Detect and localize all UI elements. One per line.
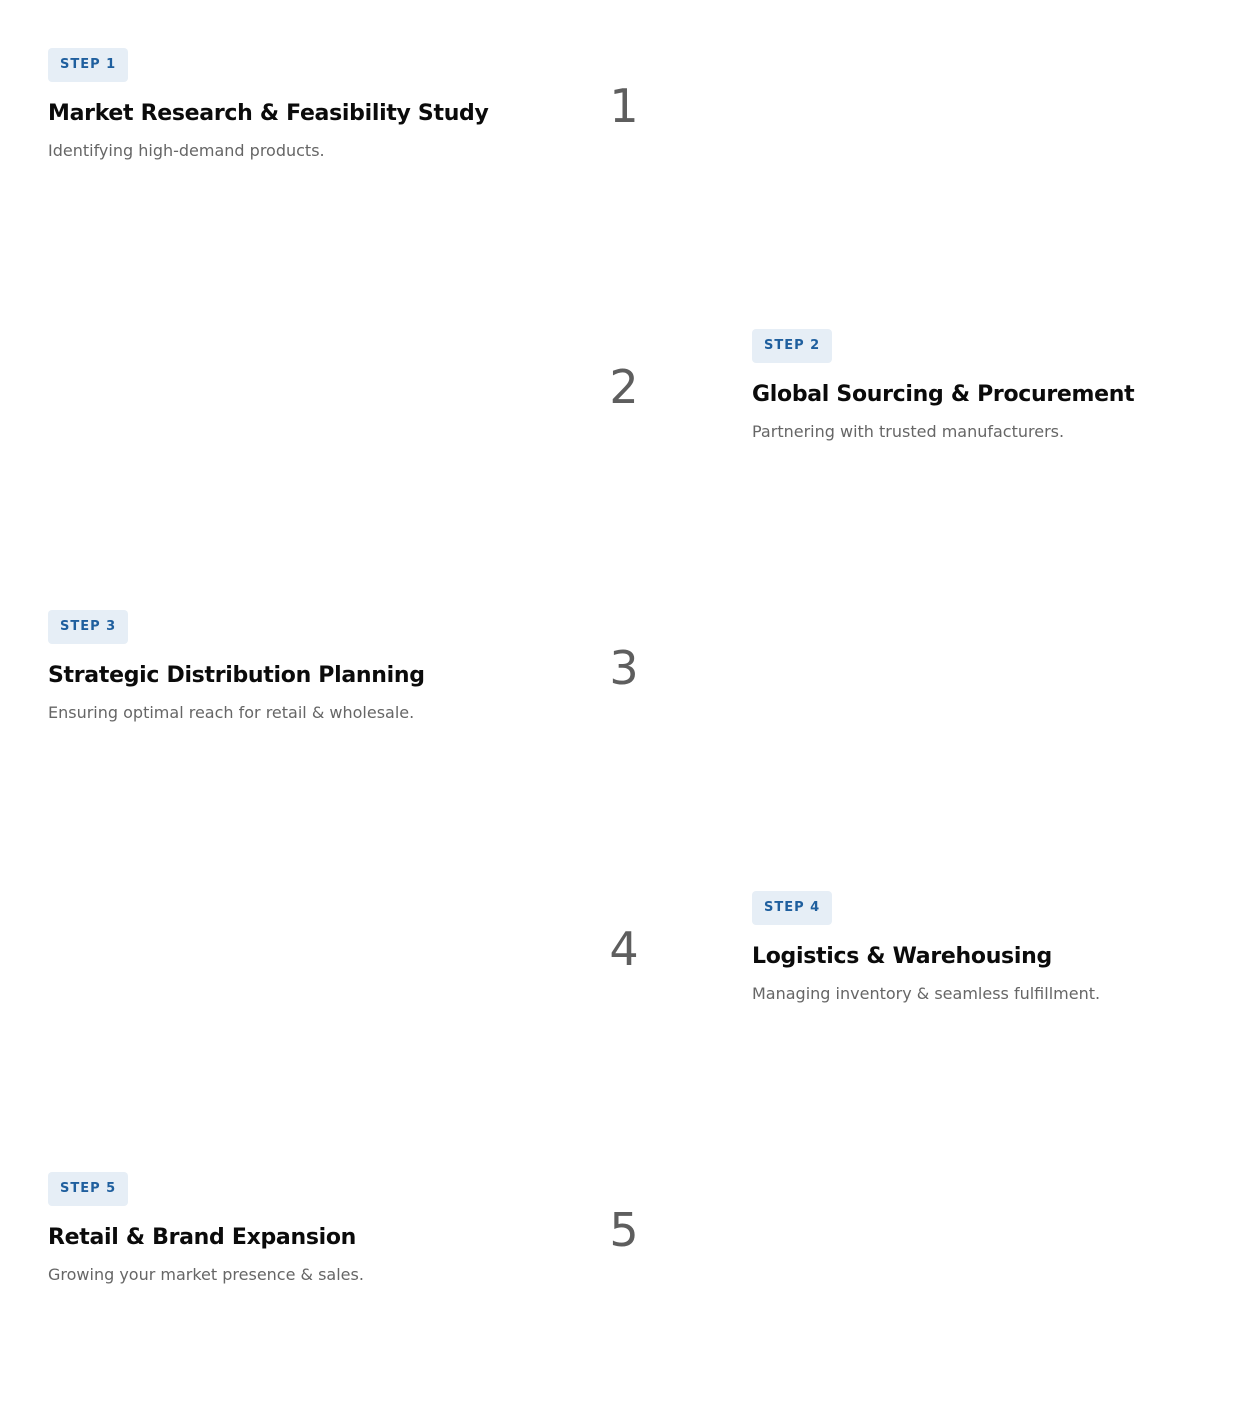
step-title: Global Sourcing & Procurement [752,382,1135,407]
step-badge: STEP 5 [48,1172,129,1206]
step-badge: STEP 3 [48,610,129,644]
step-card-4: STEP 4 Logistics & Warehousing Managing … [752,891,1212,1005]
step-badge: STEP 4 [752,891,833,925]
step-description: Ensuring optimal reach for retail & whol… [48,703,415,722]
step-card-1: STEP 1 Market Research & Feasibility Stu… [48,48,508,162]
step-number: 3 [609,641,639,695]
step-row-3: STEP 3 Strategic Distribution Planning E… [0,562,1248,843]
step-number: 1 [609,79,639,133]
step-description: Partnering with trusted manufacturers. [752,422,1065,441]
step-description: Growing your market presence & sales. [48,1265,364,1284]
step-row-1: STEP 1 Market Research & Feasibility Stu… [0,0,1248,281]
step-badge: STEP 1 [48,48,129,82]
step-row-2: 2 STEP 2 Global Sourcing & Procurement P… [0,281,1248,562]
process-timeline: STEP 1 Market Research & Feasibility Stu… [0,0,1248,1284]
step-card-2: STEP 2 Global Sourcing & Procurement Par… [752,329,1212,443]
step-description: Identifying high-demand products. [48,141,325,160]
step-description: Managing inventory & seamless fulfillmen… [752,984,1101,1003]
step-title: Retail & Brand Expansion [48,1225,357,1250]
step-title: Market Research & Feasibility Study [48,101,489,126]
step-number: 2 [609,360,639,414]
step-row-4: 4 STEP 4 Logistics & Warehousing Managin… [0,843,1248,1124]
step-number: 4 [609,922,639,976]
step-card-5: STEP 5 Retail & Brand Expansion Growing … [48,1172,508,1286]
step-title: Strategic Distribution Planning [48,663,425,688]
step-number: 5 [609,1203,639,1257]
step-title: Logistics & Warehousing [752,944,1052,969]
step-card-3: STEP 3 Strategic Distribution Planning E… [48,610,508,724]
step-badge: STEP 2 [752,329,833,363]
step-row-5: STEP 5 Retail & Brand Expansion Growing … [0,1124,1248,1405]
